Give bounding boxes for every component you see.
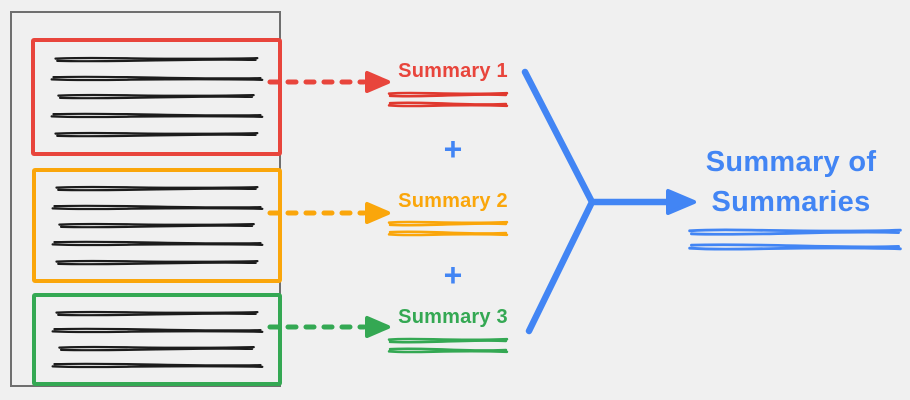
- chunk-orange-text-lines: [36, 172, 278, 279]
- chunk-box-orange: [32, 168, 282, 283]
- summary-3-scribble: [387, 336, 509, 355]
- summary-2-label: Summary 2: [398, 190, 508, 212]
- text-scribble-line: [387, 347, 509, 354]
- text-scribble-line: [387, 101, 509, 108]
- text-scribble-line: [56, 93, 256, 101]
- text-scribble-line: [54, 185, 260, 193]
- text-scribble-line: [387, 230, 509, 237]
- text-scribble-line: [49, 112, 264, 120]
- text-scribble-line: [50, 362, 264, 370]
- plus-operator-2: +: [443, 257, 463, 293]
- chunk-box-green: [32, 293, 282, 386]
- text-scribble-line: [387, 220, 509, 227]
- text-scribble-line: [53, 55, 260, 64]
- text-scribble-line: [50, 326, 264, 335]
- document-box: [10, 11, 282, 387]
- result-title: Summary of Summaries: [661, 142, 910, 222]
- summary-1-label: Summary 1: [398, 60, 508, 82]
- text-scribble-line: [50, 240, 264, 248]
- text-scribble-line: [686, 226, 904, 238]
- result-title-line2: Summaries: [711, 186, 871, 218]
- summary-2-scribble: [387, 219, 509, 238]
- text-scribble-line: [387, 337, 509, 344]
- summary-3-label: Summary 3: [398, 306, 508, 328]
- text-scribble-line: [54, 309, 260, 317]
- dashed-arrow-orange: [267, 202, 390, 224]
- text-scribble-line: [53, 131, 260, 139]
- arrowhead-icon: [365, 71, 390, 93]
- chunk-red-text-lines: [35, 42, 278, 152]
- chunk-box-red: [31, 38, 282, 156]
- result-scribble: [686, 226, 904, 253]
- summary-1-scribble: [387, 90, 509, 109]
- text-scribble-line: [57, 344, 257, 352]
- arrowhead-icon: [365, 202, 390, 224]
- chunk-green-text-lines: [36, 297, 278, 382]
- text-scribble-line: [54, 258, 260, 266]
- text-scribble-line: [50, 203, 264, 211]
- plus-operator-1: +: [443, 131, 463, 167]
- arrowhead-icon: [666, 189, 696, 215]
- text-scribble-line: [49, 74, 264, 82]
- dashed-arrow-red: [267, 71, 390, 93]
- text-scribble-line: [686, 241, 904, 253]
- merge-arrow: [521, 68, 696, 335]
- text-scribble-line: [57, 222, 257, 230]
- arrowhead-icon: [365, 316, 390, 338]
- result-title-line1: Summary of: [705, 146, 877, 178]
- text-scribble-line: [387, 91, 509, 98]
- dashed-arrow-green: [267, 316, 390, 338]
